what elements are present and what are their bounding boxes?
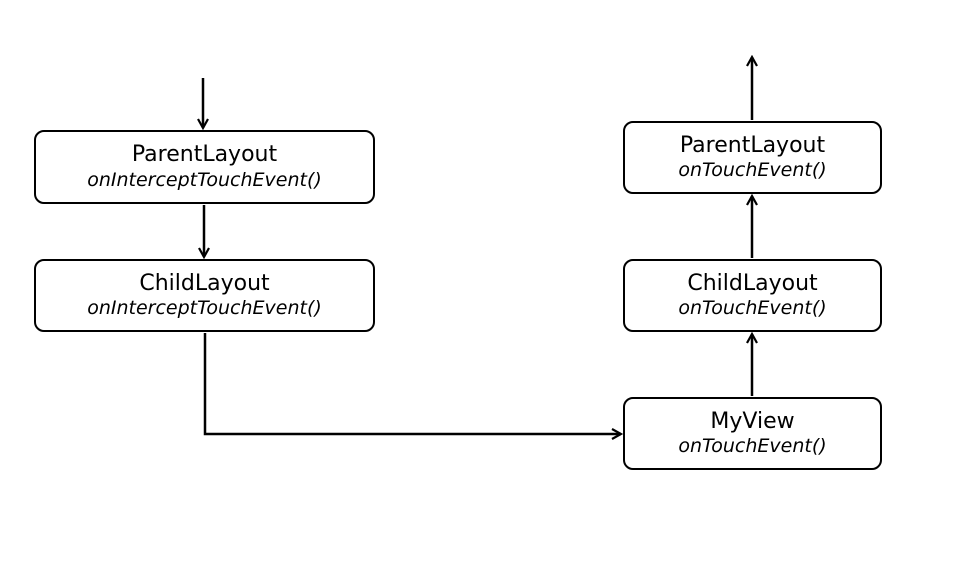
node-method: onTouchEvent() [678, 297, 827, 320]
parent-layout-intercept-node: ParentLayout onInterceptTouchEvent() [34, 130, 375, 204]
node-title: ParentLayout [131, 142, 278, 168]
arrow-child-intercept-to-myview [203, 333, 621, 434]
child-layout-touch-node: ChildLayout onTouchEvent() [623, 259, 882, 332]
node-method: onInterceptTouchEvent() [87, 168, 322, 191]
node-title: ChildLayout [687, 270, 818, 296]
node-title: ChildLayout [139, 270, 270, 296]
node-method: onInterceptTouchEvent() [87, 297, 322, 320]
node-title: ParentLayout [679, 132, 826, 158]
node-title: MyView [710, 408, 795, 434]
parent-layout-touch-node: ParentLayout onTouchEvent() [623, 121, 882, 194]
node-method: onTouchEvent() [678, 159, 827, 182]
myview-touch-node: MyView onTouchEvent() [623, 397, 882, 470]
node-method: onTouchEvent() [678, 435, 827, 458]
child-layout-intercept-node: ChildLayout onInterceptTouchEvent() [34, 259, 375, 332]
